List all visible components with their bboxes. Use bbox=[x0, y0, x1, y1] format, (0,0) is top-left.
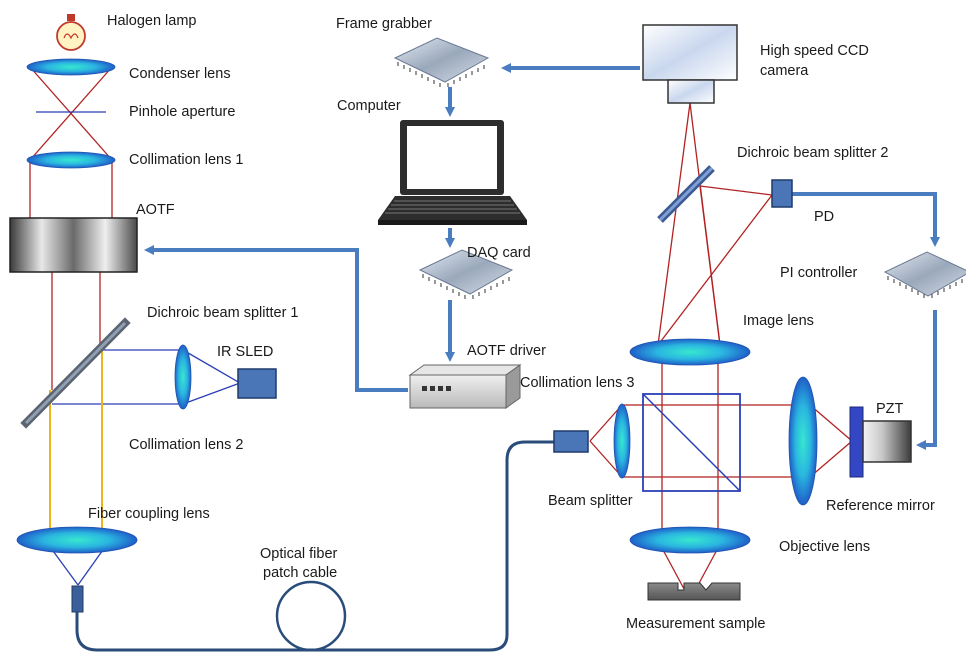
label-pd: PD bbox=[814, 209, 835, 225]
interferometer-beams bbox=[589, 102, 853, 601]
ir-sled-box bbox=[237, 368, 277, 399]
beam-splitter-cube bbox=[642, 393, 741, 492]
label-reference-mirror: Reference mirror bbox=[826, 498, 935, 514]
aotf-driver-box-icon bbox=[408, 364, 522, 409]
label-halogen-lamp: Halogen lamp bbox=[107, 13, 197, 29]
signal-arrows bbox=[144, 63, 940, 450]
interferometer bbox=[553, 24, 966, 601]
electronics bbox=[144, 37, 940, 450]
label-measurement-sample: Measurement sample bbox=[626, 616, 766, 632]
halogen-beam bbox=[29, 66, 113, 390]
combined-beam bbox=[49, 350, 103, 528]
reference-lens-shape bbox=[788, 376, 818, 506]
label-ccd-camera-line1: High speed CCD bbox=[760, 43, 869, 59]
objective-lens-shape bbox=[629, 526, 751, 554]
label-objective-lens: Objective lens bbox=[779, 539, 871, 555]
collimation-lens-3-shape bbox=[613, 403, 631, 479]
illumination-path bbox=[9, 14, 555, 652]
optical-fiber-cable bbox=[75, 440, 555, 652]
label-collimation-lens-3: Collimation lens 3 bbox=[520, 375, 635, 391]
fiber-connector bbox=[71, 585, 84, 613]
label-condenser-lens: Condenser lens bbox=[129, 66, 231, 82]
fiber-coil bbox=[275, 580, 347, 652]
label-pzt: PZT bbox=[876, 401, 904, 417]
collimation-lens-2-shape bbox=[174, 344, 192, 410]
label-ccd-camera-line2: camera bbox=[760, 63, 809, 79]
ccd-camera-icon bbox=[642, 24, 738, 104]
pzt-actuator bbox=[862, 420, 912, 463]
label-collimation-lens-2: Collimation lens 2 bbox=[129, 437, 244, 453]
image-lens-shape bbox=[629, 338, 751, 366]
label-dichroic-beam-splitter-2: Dichroic beam splitter 2 bbox=[737, 145, 889, 161]
label-fiber-coupling-lens: Fiber coupling lens bbox=[88, 506, 210, 522]
pi-controller-chip-icon bbox=[883, 251, 966, 298]
label-beam-splitter: Beam splitter bbox=[548, 493, 633, 509]
condenser-lens-shape bbox=[26, 58, 116, 76]
pd-box bbox=[771, 179, 793, 208]
label-frame-grabber: Frame grabber bbox=[336, 16, 432, 32]
label-optical-fiber-line1: Optical fiber bbox=[260, 546, 338, 562]
collimation-lens-1-shape bbox=[26, 151, 116, 169]
reference-mirror-shape bbox=[849, 406, 864, 478]
measurement-sample-shape bbox=[647, 582, 741, 601]
label-pinhole-aperture: Pinhole aperture bbox=[129, 104, 236, 120]
label-dichroic-beam-splitter-1: Dichroic beam splitter 1 bbox=[147, 305, 299, 321]
label-image-lens: Image lens bbox=[743, 313, 814, 329]
fiber-coupling-lens-shape bbox=[16, 526, 138, 554]
label-aotf-driver: AOTF driver bbox=[467, 343, 546, 359]
aotf-box bbox=[9, 217, 138, 273]
frame-grabber-chip-icon bbox=[393, 37, 490, 87]
label-pi-controller: PI controller bbox=[780, 265, 858, 281]
label-collimation-lens-1: Collimation lens 1 bbox=[129, 152, 244, 168]
label-ir-sled: IR SLED bbox=[217, 344, 274, 360]
daq-card-chip-icon bbox=[418, 249, 514, 299]
label-daq-card: DAQ card bbox=[467, 245, 531, 261]
label-computer: Computer bbox=[337, 98, 401, 114]
label-optical-fiber-line2: patch cable bbox=[263, 565, 338, 581]
label-aotf: AOTF bbox=[136, 202, 175, 218]
fiber-collimator-box bbox=[553, 430, 589, 453]
halogen-lamp-icon bbox=[56, 14, 86, 51]
computer-laptop-icon bbox=[378, 120, 527, 225]
